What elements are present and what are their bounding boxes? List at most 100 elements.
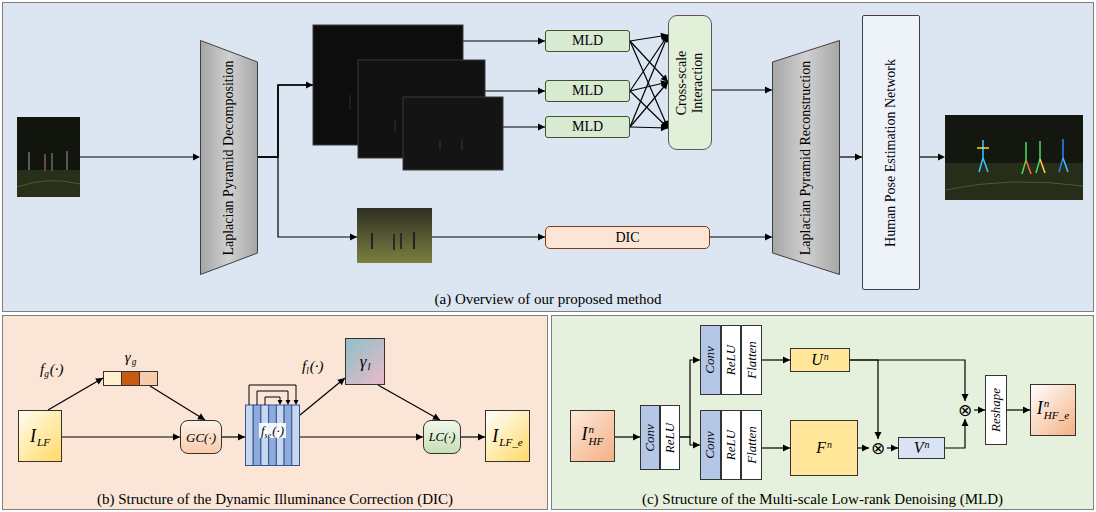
pose-skeleton [979,140,983,172]
box-label-subscript: l [367,361,370,372]
label-group: InHF_e [1037,398,1069,421]
strip-cell [140,372,158,386]
layer-bar: ReLU [721,325,742,395]
rotated-text-holder: Reshape [989,379,1004,441]
fse-block: fse(·) [245,380,300,466]
label-patch: fse(·) [259,423,286,438]
box-label: V [914,439,924,456]
connector-line [680,360,700,437]
arrowhead [478,434,485,441]
local-parameter: γl [345,338,385,385]
connector-line [710,236,772,237]
block-label: f [261,423,265,438]
trapezoid-outline [201,41,258,275]
connector [630,35,668,128]
connector-line [630,91,668,128]
script-stack: nHF [589,424,604,447]
rotated-text-holder: ReLU [724,329,739,391]
arrowhead [962,394,969,401]
arrowhead [538,38,545,45]
lc-box: LC(·) [423,420,461,454]
arrowhead [783,357,790,364]
rotated-text-holder: Conv [643,409,658,466]
feature-map: InHF [570,410,615,462]
feature-map: ILF [18,410,62,462]
connector [615,434,640,441]
arrowhead [765,87,772,94]
faint-figure [394,120,396,132]
box-label: DIC [615,230,639,245]
label-group: LC(·) [429,431,456,444]
parameter-strip [103,371,158,386]
box-label: Laplacian Pyramid Decomposition [221,60,236,255]
pose-network-box: Human Pose Estimation Network [862,15,920,290]
arrowhead [337,378,345,385]
label-group: InHF [582,424,604,447]
faint-figure [461,140,463,150]
panel-caption: (a) Overview of our proposed method [3,290,1093,308]
layer-label: ReLU [662,422,677,452]
label-group: Vn [914,440,930,456]
label-group: γl [360,353,371,370]
layer-label: Conv [702,431,717,458]
matrix-box: Fn [790,420,858,476]
gc-box: GC(·) [180,420,222,454]
rotated-text-holder: ReLU [663,409,678,466]
dic-panel: (b) Structure of the Dynamic Illuminance… [2,315,548,510]
box-label: LC(·) [429,430,456,444]
function-name-argument: (·) [310,358,324,374]
connector [945,419,969,448]
rotated-text-holder: Conv [703,414,718,476]
arrowhead [633,434,640,441]
arrowhead [197,413,205,420]
box-label: I [492,426,498,446]
connector [762,445,790,452]
rotated-text-holder: Laplacian Pyramid Reconstruction [798,44,814,271]
layer-label: Flatten [743,341,758,379]
image-ground [945,163,1083,200]
skip-connection [249,385,296,405]
label-group: ILF [30,427,50,445]
layer-block: ConvReLUFlatten [700,410,762,480]
box-label: F [816,439,826,456]
court-line [17,181,80,187]
rotated-text-holder: Flatten [744,329,759,391]
connector-line [712,89,772,90]
layer-label: Reshape [988,388,1003,432]
mld-box: MLD [545,30,630,52]
arrow-line [920,156,939,157]
box-label-superscript: n [924,439,929,450]
label-group: Fn [816,440,832,456]
arrow-line [80,156,194,157]
connector-line [150,386,205,420]
layer-bar: Flatten [741,325,762,395]
court-line [945,182,1083,190]
connector [1007,407,1030,414]
function-name-subscript: g [44,369,49,379]
arrowhead [693,357,700,364]
global-parameter: γg [103,350,158,386]
pyramid-decomposition: Laplacian Pyramid Decomposition [200,40,258,275]
person [413,232,415,249]
function-label: fl(·) [302,358,324,375]
pose-skeleton [1026,160,1031,174]
panel-ground [551,315,1094,510]
caption-text: (a) Overview of our proposed method [434,291,661,307]
connector-line [630,82,668,127]
connector [150,386,205,420]
layer-block: Conv ReLU Flatten [700,325,762,395]
layer-label: Conv [702,346,717,373]
box-label: U [811,351,823,368]
box-label-subscript: LF [37,436,50,448]
arrowhead [173,434,180,441]
arrowhead [278,400,283,405]
connector-line [630,35,668,127]
parameter-heading: γg [103,350,158,370]
layer-label: ReLU [723,345,738,375]
person [371,233,373,249]
box-label-subscript: LF_e [499,436,523,448]
connector [974,407,985,414]
panel-caption: (c) Structure of the Multi-scale Low-ran… [552,490,1093,508]
